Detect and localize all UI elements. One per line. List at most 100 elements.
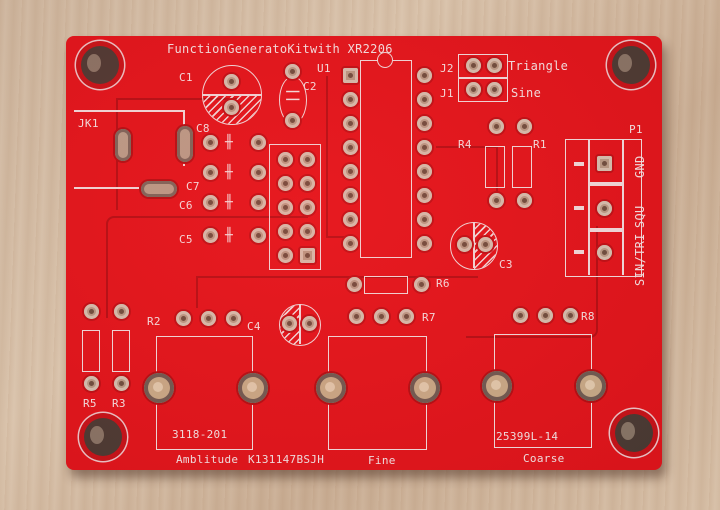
jk1-pad (177, 126, 193, 162)
label-r1: R1 (533, 138, 547, 151)
header-pin (278, 152, 293, 167)
p1-pin-label-squ: SQU (633, 205, 647, 228)
r5-body (82, 330, 100, 372)
c6-pad (251, 195, 266, 210)
c6-symbol: ╫ (225, 195, 233, 210)
r4-pad (489, 193, 504, 208)
pot-amplitude-part: 3118-201 (172, 428, 228, 441)
u1-pin (417, 212, 432, 227)
pot-fine-pad (410, 373, 440, 403)
r3-pad (114, 304, 129, 319)
j1-outline (458, 77, 508, 102)
u1-pin (417, 188, 432, 203)
j2-outline (458, 54, 508, 79)
label-r6: R6 (436, 277, 450, 290)
r1-pad (517, 193, 532, 208)
p1-inner (622, 139, 624, 275)
label-r4: R4 (458, 138, 472, 151)
r5-pad (84, 304, 99, 319)
trace (466, 226, 598, 338)
pot-fine-pad (316, 373, 346, 403)
label-jk1: JK1 (78, 117, 99, 130)
p1-tick (574, 206, 584, 210)
p1-pin-squ (597, 201, 612, 216)
u1-pin (417, 236, 432, 251)
r8-pad (538, 308, 553, 323)
label-c5: C5 (179, 233, 193, 246)
u1-outline (360, 60, 412, 258)
c5-symbol: ╫ (225, 228, 233, 243)
u1-pin (343, 236, 358, 251)
c5-pad (251, 228, 266, 243)
c7-symbol: ╫ (225, 165, 233, 180)
label-triangle: Triangle (508, 59, 569, 73)
r7-pad (349, 309, 364, 324)
pot-coarse-pad (576, 371, 606, 401)
u1-pin (343, 140, 358, 155)
header-pin (300, 224, 315, 239)
p1-tick (574, 250, 584, 254)
c7-pad (203, 165, 218, 180)
pot-amplitude-label: Amblitude (176, 453, 239, 466)
u1-pin (343, 164, 358, 179)
trace (106, 216, 308, 318)
label-r5: R5 (83, 397, 97, 410)
c4-divider (299, 304, 301, 344)
u1-pin (417, 140, 432, 155)
label-c2: C2 (303, 80, 317, 93)
label-r2: R2 (147, 315, 161, 328)
r1-body (512, 146, 532, 188)
label-j1: J1 (440, 87, 454, 100)
r3-body (112, 330, 130, 372)
p1-pin-label-gnd: GND (633, 155, 647, 178)
pot-fine-label: Fine (368, 454, 396, 467)
label-c4: C4 (247, 320, 261, 333)
c3-pad (457, 237, 472, 252)
header-pin (278, 224, 293, 239)
header-pin (300, 248, 315, 263)
pot-amplitude-pad (144, 373, 174, 403)
c2-pad (285, 64, 300, 79)
jk1-pad (115, 129, 131, 161)
r7-pad (374, 309, 389, 324)
board-title: FunctionGeneratoKitwith XR2206 (167, 42, 393, 56)
p1-pin-gnd (597, 156, 612, 171)
c5-pad (203, 228, 218, 243)
u1-pin (343, 212, 358, 227)
c8-symbol: ╫ (225, 135, 233, 150)
u1-pin (343, 116, 358, 131)
r6-pad (347, 277, 362, 292)
c3-divider (473, 222, 475, 268)
trace (196, 276, 478, 308)
c4-pad (282, 316, 297, 331)
r2-pad (176, 311, 191, 326)
c6-pad (203, 195, 218, 210)
p1-pin-sintri (597, 245, 612, 260)
label-sine: Sine (511, 86, 542, 100)
u1-pin (417, 68, 432, 83)
label-c6: C6 (179, 199, 193, 212)
u1-pin (343, 188, 358, 203)
j1-pad (466, 82, 481, 97)
jk1-pad (141, 181, 177, 197)
trace (436, 146, 498, 208)
r3-pad (114, 376, 129, 391)
u1-notch (377, 52, 393, 68)
header-pin (300, 200, 315, 215)
jk1-outline (74, 110, 184, 112)
u1-pin (343, 92, 358, 107)
r2-pad (226, 311, 241, 326)
mounting-hole-top-right (612, 46, 650, 84)
mounting-hole-bottom-left (84, 418, 122, 456)
j2-pad (487, 58, 502, 73)
label-r7: R7 (422, 311, 436, 324)
c1-pad (224, 100, 239, 115)
r8-pad (563, 308, 578, 323)
u1-pin-1 (343, 68, 358, 83)
c8-pad (203, 135, 218, 150)
j2-pad (466, 58, 481, 73)
c4-pad (302, 316, 317, 331)
label-c7: C7 (186, 180, 200, 193)
p1-tick (574, 162, 584, 166)
u1-pin (417, 164, 432, 179)
